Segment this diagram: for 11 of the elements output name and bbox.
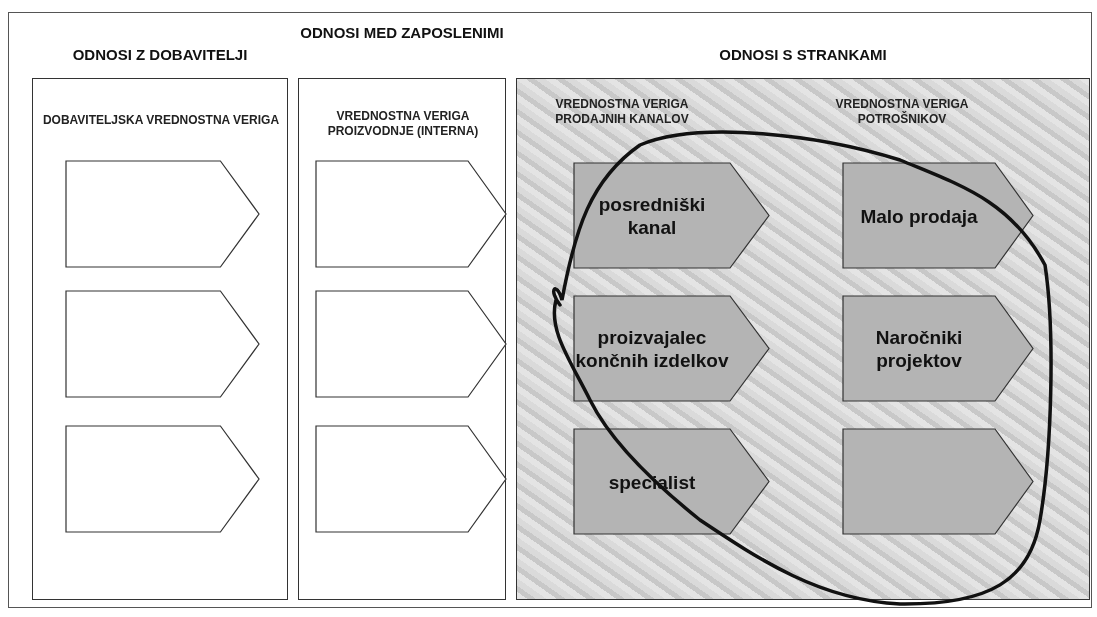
value-chain-heading: DOBAVITELJSKA VREDNOSTNA VERIGA (41, 113, 281, 128)
chevron-label: Malo prodaja (859, 204, 979, 227)
chevron-label: posredniški kanal (597, 192, 707, 239)
chevron-label: proizvajalec končnih izdelkov (574, 325, 730, 372)
value-chain-heading: VREDNOSTNA VERIGA PRODAJNIH KANALOV (554, 97, 690, 127)
value-chain-heading: VREDNOSTNA VERIGA POTROŠNIKOV (834, 97, 970, 127)
chevron-label: Naročniki projektov (874, 325, 964, 372)
column-heading: ODNOSI S STRANKAMI (718, 46, 888, 63)
column-heading: ODNOSI Z DOBAVITELJI (71, 46, 249, 63)
column-heading: ODNOSI MED ZAPOSLENIMI (299, 24, 505, 41)
value-chain-heading: VREDNOSTNA VERIGA PROIZVODNJE (INTERNA) (326, 109, 480, 139)
